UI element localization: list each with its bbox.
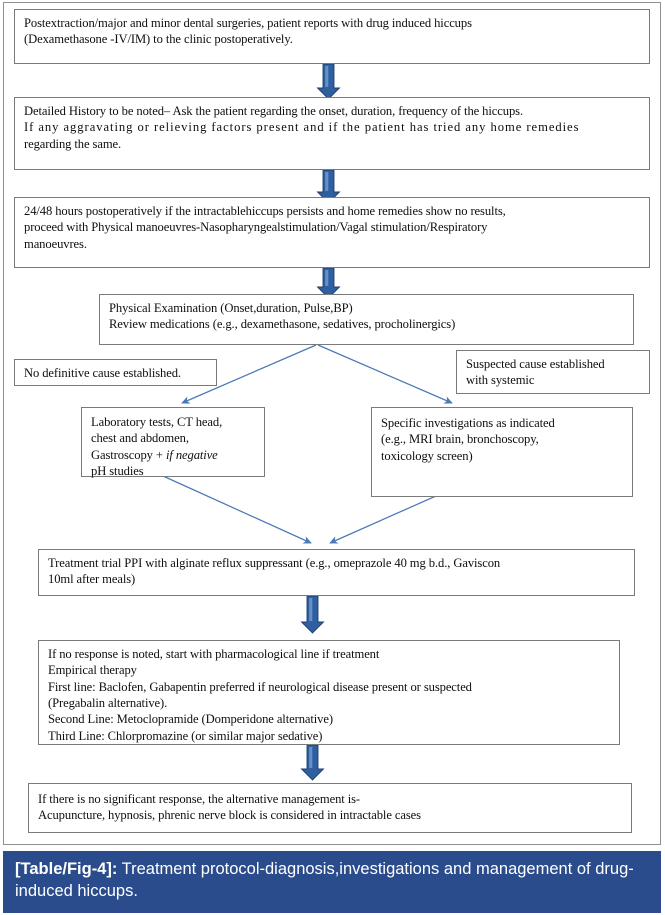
node-laboratory-tests-line-3-italic: if negative xyxy=(165,447,218,462)
node-pharmacological-line-5: Second Line: Metoclopramide (Domperidone… xyxy=(48,712,333,727)
node-suspected-cause-line-1: Suspected cause established xyxy=(466,357,605,371)
node-laboratory-tests-line-4: pH studies xyxy=(91,464,144,479)
node-history[interactable]: Detailed History to be noted– Ask the pa… xyxy=(14,97,650,170)
node-specific-investigations-line-3: toxicology screen) xyxy=(381,448,473,463)
figure-caption-text: Treatment protocol-diagnosis,investigati… xyxy=(15,860,634,900)
node-examination-line-2: Review medications (e.g., dexamethasone,… xyxy=(109,317,456,332)
node-no-definitive-cause[interactable]: No definitive cause established. xyxy=(14,359,217,386)
flowchart-diagram: Postextraction/major and minor dental su… xyxy=(14,9,650,833)
node-manoeuvres-line-2: proceed with Physical manoeuvres-Nasopha… xyxy=(24,220,488,235)
figure-outer-frame xyxy=(3,2,661,845)
node-examination-line-1: Physical Examination (Onset,duration, Pu… xyxy=(109,301,353,315)
node-suspected-cause-line-2: with systemic xyxy=(466,373,535,388)
node-laboratory-tests-line-3-plain: Gastroscopy + xyxy=(91,447,166,462)
node-pharmacological-line-3: First line: Baclofen, Gabapentin preferr… xyxy=(48,679,472,694)
node-history-line-2: If any aggravating or relieving factors … xyxy=(24,120,580,135)
node-history-line-3: regarding the same. xyxy=(24,136,122,151)
arrow-ppi-to-pharmacological xyxy=(300,595,325,634)
node-no-definitive-cause-line-1: No definitive cause established. xyxy=(24,366,181,380)
node-presentation-line-2: (Dexamethasone -IV/IM) to the clinic pos… xyxy=(24,32,293,47)
node-presentation[interactable]: Postextraction/major and minor dental su… xyxy=(14,9,650,64)
node-pharmacological-line[interactable]: If no response is noted, start with phar… xyxy=(38,640,620,745)
node-pharmacological-line-1: If no response is noted, start with phar… xyxy=(48,647,380,661)
arrow-presentation-to-history xyxy=(316,63,341,100)
node-specific-investigations-line-1: Specific investigations as indicated xyxy=(381,416,555,430)
node-examination[interactable]: Physical Examination (Onset,duration, Pu… xyxy=(99,294,634,345)
figure-caption: [Table/Fig-4]: Treatment protocol-diagno… xyxy=(3,851,661,913)
node-history-line-1: Detailed History to be noted– Ask the pa… xyxy=(24,104,524,118)
node-manoeuvres-line-1: 24/48 hours postoperatively if the intra… xyxy=(24,204,506,218)
arrow-pharmacological-to-alternative xyxy=(300,744,325,781)
node-specific-investigations[interactable]: Specific investigations as indicated (e.… xyxy=(371,407,633,497)
node-manoeuvres-line-3: manoeuvres. xyxy=(24,236,87,251)
node-alternative-management[interactable]: If there is no significant response, the… xyxy=(28,783,632,833)
node-laboratory-tests-line-2: chest and abdomen, xyxy=(91,431,189,446)
arrow-examination-to-specific-investigations xyxy=(317,344,453,404)
node-pharmacological-line-4: (Pregabalin alternative). xyxy=(48,696,168,711)
node-manoeuvres[interactable]: 24/48 hours postoperatively if the intra… xyxy=(14,197,650,268)
node-pharmacological-line-6: Third Line: Chlorpromazine (or similar m… xyxy=(48,728,323,743)
node-laboratory-tests[interactable]: Laboratory tests, CT head, chest and abd… xyxy=(81,407,265,479)
node-ppi-trial-line-2: 10ml after meals) xyxy=(48,572,136,587)
figure-caption-tag: [Table/Fig-4]: xyxy=(15,860,118,878)
node-laboratory-tests-line-1: Laboratory tests, CT head, xyxy=(91,415,223,429)
node-laboratory-tests-line-3: Gastroscopy + if negative xyxy=(91,447,256,463)
node-ppi-trial[interactable]: Treatment trial PPI with alginate reflux… xyxy=(38,549,635,596)
arrow-lab-tests-to-ppi-trial xyxy=(162,475,312,544)
node-ppi-trial-line-1: Treatment trial PPI with alginate reflux… xyxy=(48,556,501,570)
node-pharmacological-line-2: Empirical therapy xyxy=(48,663,137,678)
node-suspected-cause[interactable]: Suspected cause established with systemi… xyxy=(456,350,650,394)
node-alternative-management-line-2: Acupuncture, hypnosis, phrenic nerve blo… xyxy=(38,808,421,823)
node-specific-investigations-line-2: (e.g., MRI brain, bronchoscopy, xyxy=(381,432,539,447)
node-alternative-management-line-1: If there is no significant response, the… xyxy=(38,792,361,806)
node-presentation-line-1: Postextraction/major and minor dental su… xyxy=(24,16,472,30)
